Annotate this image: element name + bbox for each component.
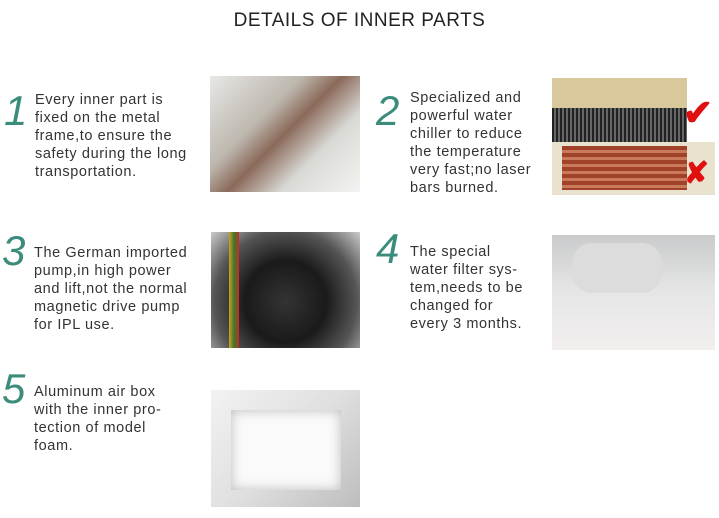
item-text-3: The German imported pump,in high power a…: [34, 245, 188, 333]
water-chiller-photo: ✔ ✘: [552, 78, 715, 195]
page-title: DETAILS OF INNER PARTS: [233, 10, 486, 31]
item-number-1: 1: [4, 87, 28, 134]
item-number-5: 5: [2, 365, 26, 412]
item-text-5: Aluminum air box with the inner pro- tec…: [34, 384, 162, 454]
cross-icon: ✘: [683, 157, 709, 190]
item-text-1: Every inner part is fixed on the metal f…: [35, 92, 187, 180]
item-number-4: 4: [376, 225, 400, 272]
item-text-2: Specialized and powerful water chiller t…: [410, 90, 532, 196]
metal-frame-photo: [210, 76, 360, 192]
water-filter-photo: [552, 235, 715, 350]
check-icon: ✔: [682, 92, 713, 133]
pump-photo: [211, 232, 360, 348]
air-box-foam-photo: [211, 390, 360, 507]
item-number-3: 3: [2, 227, 26, 274]
item-number-2: 2: [376, 87, 400, 134]
item-text-4: The special water filter sys- tem,needs …: [410, 244, 523, 332]
